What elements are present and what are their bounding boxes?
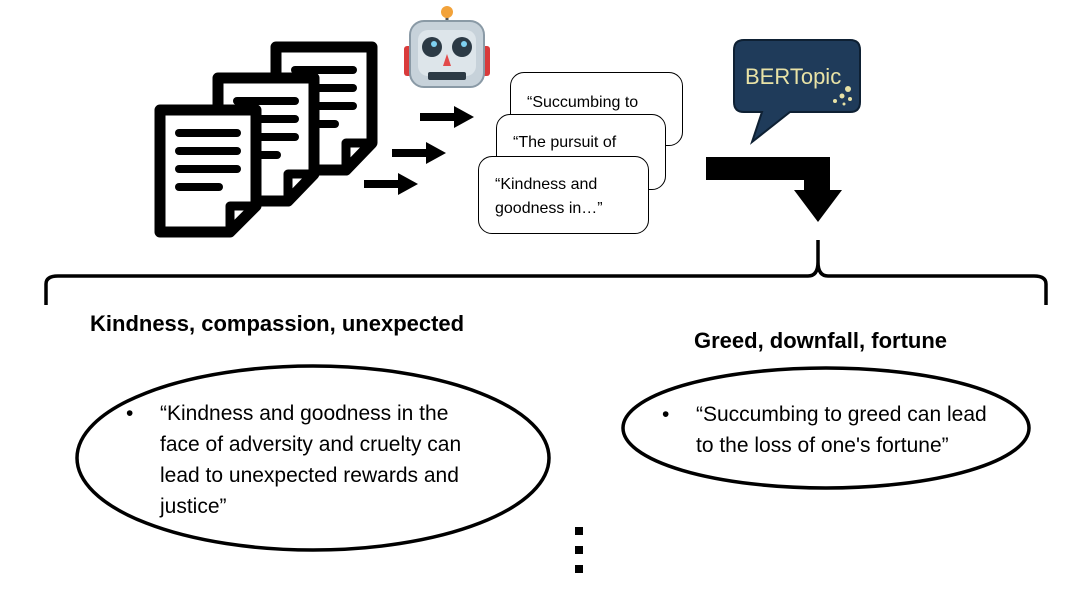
bullet-icon: • xyxy=(126,402,134,425)
arrow-icon-bottom xyxy=(364,173,418,195)
bullet-icon: • xyxy=(662,403,670,426)
robot-face-icon xyxy=(404,6,490,88)
cluster-ellipse-greed xyxy=(621,366,1031,490)
cluster-ellipse-kindness xyxy=(75,364,551,552)
summary-card-2-line1: “The pursuit of xyxy=(513,134,617,151)
cluster-title-kindness: Kindness, compassion, unexpected xyxy=(90,311,465,336)
vertical-ellipsis-icon xyxy=(575,527,587,584)
cluster-kindness-line: justice” xyxy=(160,495,227,518)
cluster-text-kindness: • “Kindness and goodness in the face of … xyxy=(126,398,520,522)
summary-card-1-line1: “Succumbing to xyxy=(527,94,639,111)
summary-card-3-line1: “Kindness and xyxy=(495,176,598,193)
arrow-icon-middle xyxy=(392,142,446,164)
cluster-text-greed: • “Succumbing to greed can lead to the l… xyxy=(662,399,1026,461)
bertopic-logo: BERTopic xyxy=(733,39,861,145)
cluster-greed-line: to the loss of one's fortune” xyxy=(696,434,949,457)
document-icon-front xyxy=(154,104,262,238)
bent-arrow-icon xyxy=(706,157,842,222)
document-stack-icon xyxy=(154,41,378,238)
cluster-kindness-line: lead to unexpected rewards and xyxy=(160,464,459,487)
cluster-title-greed: Greed, downfall, fortune xyxy=(694,328,948,353)
cluster-kindness-line: “Kindness and goodness in the xyxy=(160,402,449,425)
curly-bracket xyxy=(44,240,1048,305)
summary-card-3-line2: goodness in…” xyxy=(495,200,603,217)
cluster-greed-line: “Succumbing to greed can lead xyxy=(696,403,987,426)
bertopic-logo-text: BERTopic xyxy=(745,64,841,89)
arrow-icon-top xyxy=(420,106,474,128)
logo-dots-icon xyxy=(833,86,852,106)
cluster-kindness-line: face of adversity and cruelty can xyxy=(160,433,462,456)
summary-card-3: “Kindness and goodness in…” xyxy=(478,156,649,234)
